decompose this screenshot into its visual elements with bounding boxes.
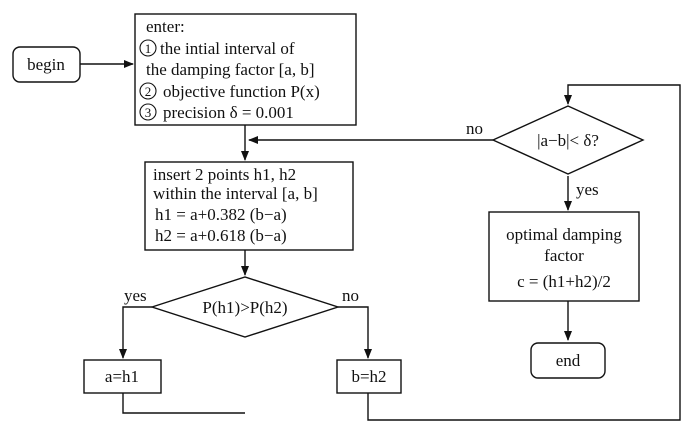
input-item-1: the intial interval of — [160, 39, 295, 58]
assign-b-box: b=h2 — [336, 359, 402, 394]
insert-points-box: insert 2 points h1, h2 within the interv… — [144, 161, 354, 251]
input-heading: enter: — [146, 17, 185, 36]
insert-formula-h2: h2 = a+0.618 (b−a) — [155, 226, 287, 245]
end-terminal: end — [530, 342, 606, 379]
insert-line-2: within the interval [a, b] — [153, 184, 318, 203]
step-3-circle — [139, 103, 157, 121]
convergence-yes-label: yes — [576, 180, 599, 199]
insert-formula-h1: h1 = a+0.382 (b−a) — [155, 205, 287, 224]
input-item-2: objective function P(x) — [163, 82, 320, 101]
assign-a-text: a=h1 — [105, 367, 139, 386]
step-1-circle — [139, 39, 157, 57]
begin-terminal: begin — [12, 46, 81, 83]
compare-yes-label: yes — [124, 286, 147, 305]
assign-b-text: b=h2 — [351, 367, 386, 386]
step-1-number: 1 — [145, 41, 152, 56]
arrow-compare-yes — [119, 306, 152, 359]
input-box: enter: 1 the intial interval of the damp… — [134, 13, 357, 126]
step-2-number: 2 — [145, 84, 152, 99]
optimal-formula: c = (h1+h2)/2 — [517, 272, 611, 291]
compare-no-label: no — [342, 286, 359, 305]
optimal-factor-box: optimal damping factor c = (h1+h2)/2 — [488, 211, 640, 302]
end-label: end — [556, 351, 581, 370]
merge-line-a — [122, 393, 245, 414]
compare-condition: P(h1)>P(h2) — [202, 298, 287, 317]
begin-label: begin — [27, 55, 65, 74]
convergence-no-label: no — [466, 119, 483, 138]
compare-decision: P(h1)>P(h2) yes no — [124, 276, 359, 338]
optimal-line-1: optimal damping — [506, 225, 622, 244]
loop-back-line — [367, 84, 681, 421]
optimal-line-2: factor — [544, 246, 584, 265]
convergence-decision: |a−b|< δ? no yes — [466, 105, 645, 199]
assign-a-box: a=h1 — [83, 359, 162, 394]
input-item-1-cont: the damping factor [a, b] — [146, 60, 315, 79]
convergence-condition: |a−b|< δ? — [537, 131, 599, 150]
step-2-circle — [139, 82, 157, 100]
insert-line-1: insert 2 points h1, h2 — [153, 165, 296, 184]
step-3-number: 3 — [145, 105, 152, 120]
arrow-compare-no — [338, 306, 372, 359]
input-item-3: precision δ = 0.001 — [163, 103, 294, 122]
